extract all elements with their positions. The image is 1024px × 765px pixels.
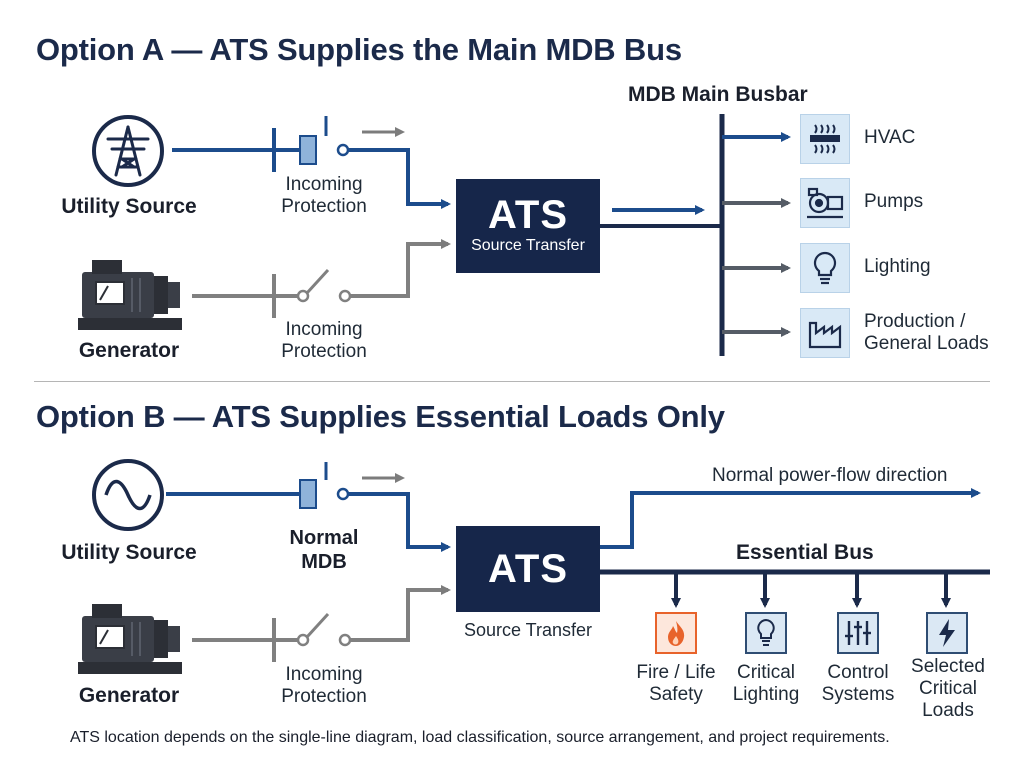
option-a-ats-subtitle: Source Transfer: [471, 237, 585, 254]
option-a-ats-title: ATS: [487, 193, 569, 237]
option-b-generator-feeder: [192, 585, 451, 662]
factory-icon: [800, 308, 850, 358]
option-a-title: Option A — ATS Supplies the Main MDB Bus: [36, 32, 682, 67]
essential-load-selected-label: Selected Critical Loads: [911, 656, 985, 721]
transmission-tower-icon: [92, 115, 164, 187]
option-b-title: Option B — ATS Supplies Essential Loads …: [36, 399, 725, 434]
option-a-busbar: [719, 114, 791, 356]
lightbulb-icon: [800, 243, 850, 293]
pump-icon: [800, 178, 850, 228]
lightbulb-icon: [745, 612, 787, 654]
busbar-label: MDB Main Busbar: [628, 83, 808, 106]
load-production-label: Production / General Loads: [864, 311, 989, 354]
option-a-utility-feeder: [172, 116, 451, 209]
option-a-generator-feeder: [192, 239, 451, 318]
option-a-ats-box: ATS Source Transfer: [456, 179, 600, 273]
load-pumps-label: Pumps: [864, 191, 924, 212]
option-a-utility-protection-label: Incoming Protection: [281, 174, 367, 217]
fire-icon: [655, 612, 697, 654]
option-b-generator-label: Generator: [78, 684, 180, 707]
option-b-utility-feeder: [166, 462, 451, 552]
flow-direction-label: Normal power-flow direction: [712, 465, 948, 486]
load-hvac-label: HVAC: [864, 127, 916, 148]
option-b-ats-title: ATS: [487, 547, 569, 591]
sine-wave-icon: [92, 459, 164, 531]
generator-icon: [78, 604, 182, 674]
sliders-icon: [837, 612, 879, 654]
essential-load-lighting-label: Critical Lighting: [732, 662, 800, 705]
hvac-icon: [800, 114, 850, 164]
option-a-ats-output: [600, 205, 722, 228]
footnote: ATS location depends on the single-line …: [70, 729, 890, 746]
option-a-generator-protection-label: Incoming Protection: [281, 319, 367, 362]
load-lighting-label: Lighting: [864, 256, 931, 277]
option-b-normal-flow: [600, 488, 981, 549]
option-b-essential-bus: [600, 569, 990, 608]
option-b-utility-label: Utility Source: [61, 541, 197, 564]
generator-icon: [78, 260, 182, 330]
option-b-ats-subtitle: Source Transfer: [463, 620, 593, 640]
option-a-utility-label: Utility Source: [61, 195, 197, 218]
option-b-ats-box: ATS: [456, 526, 600, 612]
essential-load-fire-label: Fire / Life Safety: [636, 662, 716, 705]
option-b-utility-protection-label: Normal MDB: [289, 527, 359, 573]
essential-bus-label: Essential Bus: [736, 541, 874, 564]
option-a-generator-label: Generator: [78, 339, 180, 362]
section-divider: [34, 381, 990, 382]
lightning-icon: [926, 612, 968, 654]
option-b-generator-protection-label: Incoming Protection: [281, 664, 367, 707]
essential-load-control-label: Control Systems: [821, 662, 895, 705]
